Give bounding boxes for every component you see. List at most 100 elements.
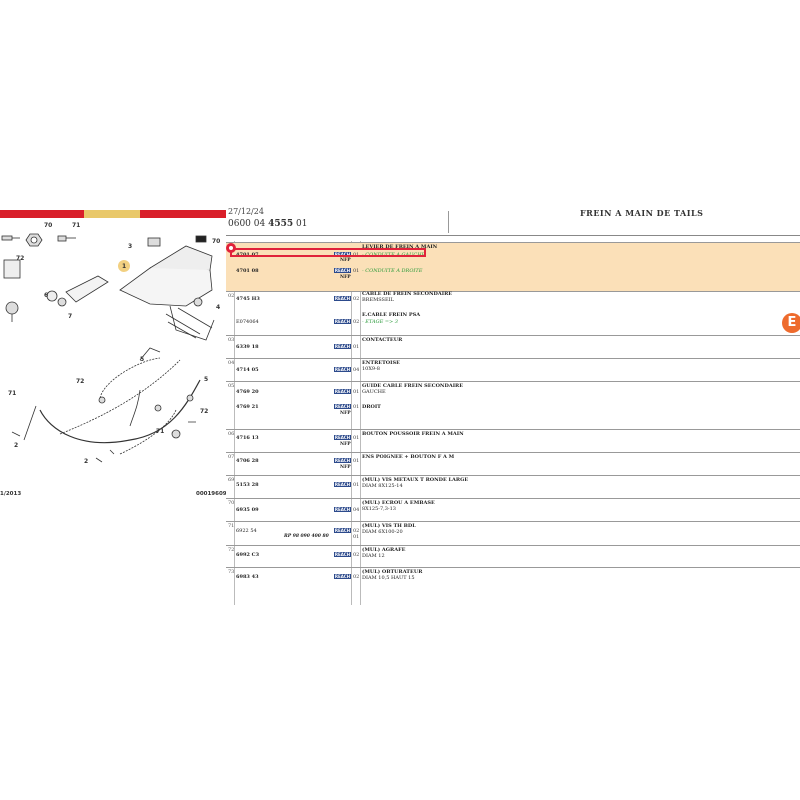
part-number[interactable]: 4769 21: [236, 404, 259, 410]
table-row[interactable]: 4769 21 REACH 01 DROIT NFP: [226, 401, 800, 429]
table-row[interactable]: E074064 REACH 02 E.CABLE FREIN PSA - ETA…: [226, 311, 800, 335]
part-number[interactable]: 4745 H3: [236, 296, 260, 302]
row-qty: 01: [353, 389, 360, 395]
reach-badge: REACH: [334, 458, 351, 463]
row-qty: 02: [353, 296, 360, 302]
part-number[interactable]: 6983 43: [236, 574, 259, 580]
part-number[interactable]: 4701 08: [236, 268, 259, 274]
reach-badge: REACH: [334, 268, 351, 273]
row-seq: 04: [228, 360, 235, 366]
part-number[interactable]: 6992 C3: [236, 552, 260, 558]
table-row[interactable]: 70 6935 09 REACH 04 (MUL) ECROU A EMBASE…: [226, 498, 800, 522]
reach-badge: REACH: [334, 528, 351, 533]
ref-71-a[interactable]: 71: [8, 390, 17, 397]
ref-72-b[interactable]: 72: [16, 255, 25, 262]
row-seq: 69: [228, 477, 235, 483]
row-qty: 01: [353, 268, 360, 274]
reach-badge: REACH: [334, 319, 351, 324]
part-number[interactable]: 4706 28: [236, 458, 259, 464]
grid-col: [234, 241, 235, 605]
selection-marker-icon[interactable]: [226, 243, 236, 253]
reach-badge: REACH: [334, 389, 351, 394]
table-row[interactable]: 05 4769 20 REACH 01 GUIDE CABLE FREIN SE…: [226, 381, 800, 402]
row-seq: 70: [228, 500, 235, 506]
nfp-flag: NFP: [340, 465, 351, 470]
ref-5-b[interactable]: 5: [204, 376, 209, 383]
diagram-id: 00019609: [196, 491, 226, 497]
reach-badge: REACH: [334, 507, 351, 512]
row-qty: 02: [353, 552, 360, 558]
row-desc: E.CABLE FREIN PSA: [362, 312, 421, 318]
part-number[interactable]: 6922 54: [236, 528, 257, 534]
diagram-drawing: [1, 233, 215, 463]
ref-1[interactable]: 1: [122, 263, 127, 270]
ref-72-c[interactable]: 72: [200, 408, 209, 415]
ref-70-top[interactable]: 70: [212, 238, 221, 245]
header-divider: [448, 211, 449, 233]
alt-part-number[interactable]: RP 98 090 400 80: [284, 534, 329, 539]
toolbar-icons[interactable]: [84, 210, 140, 218]
grid-col: [351, 241, 352, 605]
part-number[interactable]: 4714 05: [236, 367, 259, 373]
ref-5[interactable]: 5: [140, 356, 145, 363]
part-number[interactable]: 6935 09: [236, 507, 259, 513]
row-desc: DROIT: [362, 404, 381, 410]
reach-badge: REACH: [334, 252, 351, 257]
part-number[interactable]: 6339 18: [236, 344, 259, 350]
row-note: - ETAGE => 3: [362, 319, 398, 325]
row-seq: 72: [228, 547, 235, 553]
row-qty: 01: [353, 458, 360, 464]
row-seq: 73: [228, 569, 235, 575]
ref-4[interactable]: 4: [216, 304, 221, 311]
nfp-flag: NFP: [340, 442, 351, 447]
row-qty: 04: [353, 367, 360, 373]
part-number[interactable]: 5153 28: [236, 482, 259, 488]
ref-71-c[interactable]: 71: [156, 428, 165, 435]
row-seq: 03: [228, 337, 235, 343]
ref-7[interactable]: 7: [68, 313, 73, 320]
row-qty: 02: [353, 319, 360, 325]
ref-2-a[interactable]: 2: [14, 442, 19, 449]
reach-badge: REACH: [334, 296, 351, 301]
ref-72-a[interactable]: 72: [76, 378, 85, 385]
part-number[interactable]: 4769 20: [236, 389, 259, 395]
table-row[interactable]: 02 4745 H3 REACH 02 CABLE DE FREIN SECON…: [226, 291, 800, 312]
part-number[interactable]: 4716 13: [236, 435, 259, 441]
reach-badge: REACH: [334, 367, 351, 372]
epc-logo-icon[interactable]: E: [782, 313, 800, 333]
nfp-flag: NFP: [340, 411, 351, 416]
row-qty: 01: [353, 404, 360, 410]
row-qty: 01: [353, 482, 360, 488]
callout-highlight: [118, 260, 130, 272]
row-qty: 04: [353, 507, 360, 513]
ref-71-b[interactable]: 71: [72, 222, 81, 229]
part-number[interactable]: E074064: [236, 319, 259, 325]
ref-3[interactable]: 3: [128, 243, 133, 250]
header-rule: [226, 235, 800, 236]
table-row[interactable]: 06 4716 13 REACH 01 BOUTON POUSSOIR FREI…: [226, 429, 800, 453]
row-qty: 01: [353, 344, 360, 350]
ref-70-b[interactable]: 70: [44, 222, 53, 229]
reach-badge: REACH: [334, 574, 351, 579]
reach-badge: REACH: [334, 482, 351, 487]
table-row[interactable]: 71 6922 54 REACH 02 RP 98 090 400 80 01 …: [226, 521, 800, 546]
table-row[interactable]: 03 6339 18 REACH 01 CONTACTEUR: [226, 335, 800, 359]
ref-2-b[interactable]: 2: [84, 458, 89, 465]
parts-list: 27/12/24 FREIN A MAIN DE TAILS 0600 04 4…: [226, 205, 800, 605]
ref-6[interactable]: 6: [44, 292, 49, 299]
nfp-flag: NFP: [340, 275, 351, 280]
row-qty: 02: [353, 574, 360, 580]
row-desc: BOUTON POUSSOIR FREIN A MAIN: [362, 431, 464, 437]
parts-diagram: 3 1 70 6 7 4 5 72 71 2 70 71 72 71 2 72 …: [0, 210, 226, 510]
table-row[interactable]: 4701 08 REACH 01 - CONDUITE A DROITE NFP: [226, 267, 800, 291]
table-row[interactable]: 69 5153 28 REACH 01 (MUL) VIS METAUX T R…: [226, 475, 800, 499]
table-row[interactable]: 07 4706 28 REACH 01 ENS POIGNEE + BOUTON…: [226, 452, 800, 476]
row-seq: 06: [228, 431, 235, 437]
